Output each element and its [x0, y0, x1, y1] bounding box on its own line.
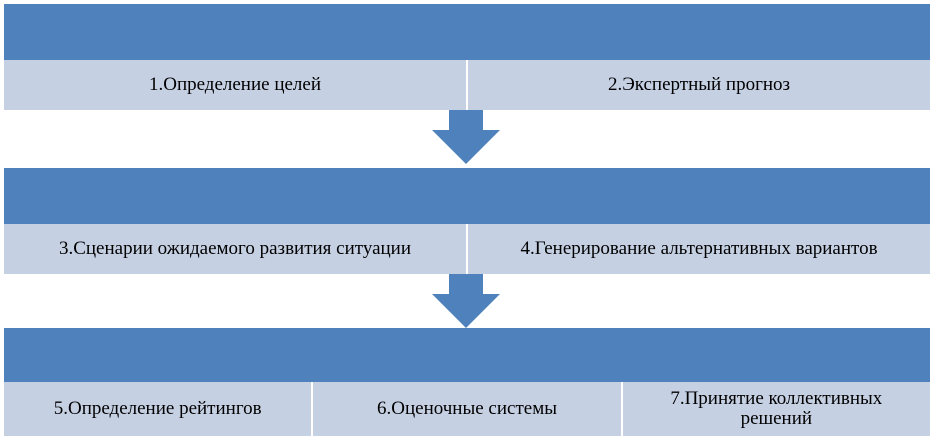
stage-item-define-goals: 1.Определение целей	[4, 60, 466, 110]
down-arrow-icon	[432, 274, 500, 328]
stage-item-scenarios: 3.Сценарии ожидаемого развития ситуации	[4, 224, 466, 274]
down-arrow-icon	[432, 110, 500, 164]
stage-1-items: 1.Определение целей 2.Экспертный прогноз	[4, 60, 930, 110]
stage-3-header-bar	[4, 328, 930, 382]
stage-item-collective-decisions: 7.Принятие коллективных решений	[622, 382, 930, 436]
stage-3: 5.Определение рейтингов 6.Оценочные сист…	[4, 328, 930, 436]
stage-3-items: 5.Определение рейтингов 6.Оценочные сист…	[4, 382, 930, 436]
stage-1-header-bar	[4, 4, 930, 60]
stage-item-expert-forecast: 2.Экспертный прогноз	[468, 60, 930, 110]
down-arrow-shape	[432, 274, 500, 328]
stage-2-header-bar	[4, 168, 930, 224]
stage-item-evaluation-systems: 6.Оценочные системы	[313, 382, 621, 436]
stage-2-items: 3.Сценарии ожидаемого развития ситуации …	[4, 224, 930, 274]
stage-item-ratings: 5.Определение рейтингов	[4, 382, 312, 436]
down-arrow-shape	[432, 110, 500, 164]
stage-item-alternatives: 4.Генерирование альтернативных вариантов	[468, 224, 930, 274]
